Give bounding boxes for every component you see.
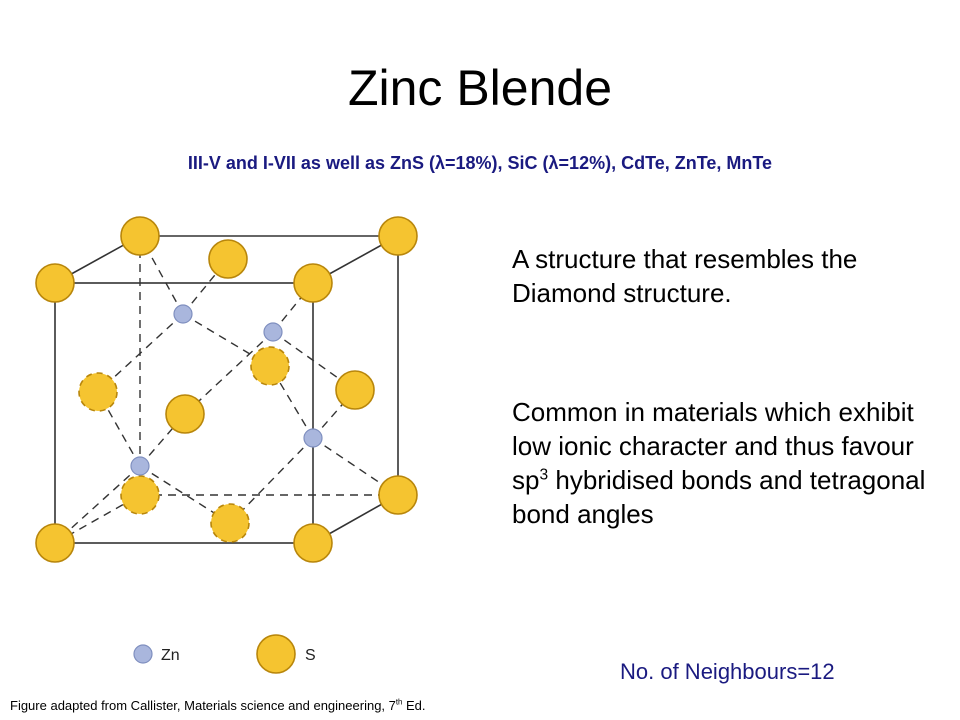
zinc-atom bbox=[130, 456, 150, 476]
sulfur-atom bbox=[208, 239, 248, 279]
sulfur-atom bbox=[378, 216, 418, 256]
legend-zinc-label: Zn bbox=[161, 647, 180, 664]
caption-text: Figure adapted from Callister, Materials… bbox=[10, 698, 396, 713]
zinc-atom bbox=[173, 304, 193, 324]
sulfur-atom bbox=[293, 263, 333, 303]
slide-title: Zinc Blende bbox=[347, 60, 613, 116]
description-bonding: Common in materials which exhibit low io… bbox=[512, 395, 932, 531]
bond bbox=[272, 331, 356, 391]
zinc-atoms bbox=[130, 304, 323, 476]
caption-superscript: th bbox=[395, 697, 403, 707]
sulfur-atom bbox=[165, 394, 205, 434]
lambda-symbol: λ bbox=[434, 153, 445, 173]
sulfur-atom bbox=[335, 370, 375, 410]
subtitle-compounds: III-V and I-VII as well as ZnS (λ=18%), … bbox=[0, 153, 960, 174]
sulfur-atom bbox=[35, 263, 75, 303]
sulfur-atoms bbox=[35, 216, 418, 563]
subtitle-part-2: =18%), SiC ( bbox=[444, 153, 549, 173]
bond bbox=[184, 331, 274, 415]
neighbours-count: No. of Neighbours=12 bbox=[620, 659, 835, 684]
subtitle-part-3: =12%), CdTe, ZnTe, MnTe bbox=[558, 153, 773, 173]
bond bbox=[272, 282, 314, 333]
front-face bbox=[54, 282, 314, 544]
subtitle-part-1: III-V and I-VII as well as ZnS ( bbox=[187, 153, 435, 173]
bond bbox=[312, 389, 356, 439]
sulfur-atom bbox=[120, 475, 160, 515]
sulfur-atom bbox=[293, 523, 333, 563]
sulfur-atom bbox=[210, 503, 250, 543]
bonding-text: Common in materials which exhibit low io… bbox=[512, 397, 914, 495]
caption-text-end: Ed. bbox=[402, 698, 426, 713]
sulfur-atom bbox=[378, 475, 418, 515]
superscript-3: 3 bbox=[539, 466, 549, 484]
zinc-atom bbox=[263, 322, 283, 342]
figure-caption: Figure adapted from Callister, Materials… bbox=[10, 698, 426, 713]
bond bbox=[97, 313, 184, 393]
zinc-atom bbox=[303, 428, 323, 448]
sulfur-atom bbox=[78, 372, 118, 412]
bonding-text-cont: hybridised bonds and tetragonal bond ang… bbox=[512, 465, 926, 529]
bond bbox=[54, 465, 141, 544]
sulfur-atom bbox=[120, 216, 160, 256]
lambda-symbol: λ bbox=[548, 153, 559, 173]
description-diamond: A structure that resembles the Diamond s… bbox=[512, 244, 858, 308]
legend-sulfur-label: S bbox=[305, 647, 316, 664]
legend: Zn S bbox=[133, 634, 316, 674]
sulfur-atom bbox=[35, 523, 75, 563]
sulfur-atom bbox=[250, 346, 290, 386]
hidden-sulfur-atoms bbox=[78, 346, 290, 543]
legend-zinc-swatch bbox=[133, 644, 153, 664]
legend-sulfur-swatch bbox=[256, 634, 296, 674]
